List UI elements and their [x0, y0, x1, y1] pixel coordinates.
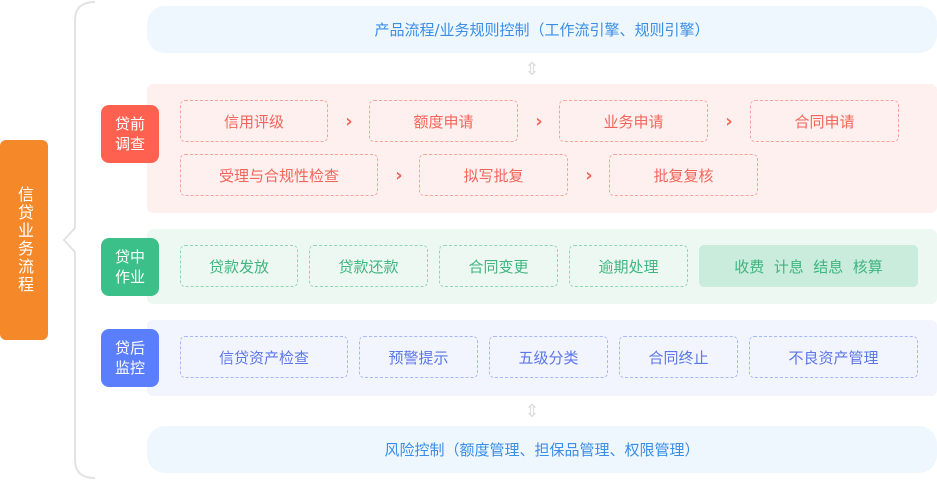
step-bad-asset-management[interactable]: 不良资产管理 [749, 336, 918, 378]
step-asset-inspection[interactable]: 信贷资产检查 [180, 336, 348, 378]
main-label: 信贷业务流程 [0, 140, 48, 340]
step-fees-interest-accounting[interactable]: 收费 计息 结息 核算 [699, 245, 918, 287]
chevron-right-icon: › [345, 110, 353, 132]
step-contract-termination[interactable]: 合同终止 [619, 336, 738, 378]
bracket [62, 1, 96, 479]
chevron-right-icon: › [395, 164, 403, 186]
step-overdue-handling[interactable]: 逾期处理 [569, 245, 688, 287]
step-five-level-classification[interactable]: 五级分类 [489, 336, 608, 378]
chevron-right-icon: › [725, 110, 733, 132]
pre-loan-section [147, 84, 937, 213]
bottom-banner: 风险控制（额度管理、担保品管理、权限管理） [147, 426, 937, 473]
top-banner: 产品流程/业务规则控制（工作流引擎、规则引擎） [147, 6, 937, 53]
post-loan-label: 贷后 监控 [101, 329, 159, 387]
main-label-text: 信贷业务流程 [15, 186, 34, 294]
step-draft-approval[interactable]: 拟写批复 [419, 154, 568, 196]
post-loan-section [147, 320, 937, 396]
step-loan-repayment[interactable]: 贷款还款 [309, 245, 428, 287]
step-early-warning[interactable]: 预警提示 [359, 336, 478, 378]
step-limit-application[interactable]: 额度申请 [369, 100, 518, 142]
step-credit-rating[interactable]: 信用评级 [180, 100, 328, 142]
chevron-right-icon: › [535, 110, 543, 132]
pre-loan-label: 贷前 调查 [101, 105, 159, 163]
step-business-application[interactable]: 业务申请 [559, 100, 708, 142]
step-contract-application[interactable]: 合同申请 [750, 100, 899, 142]
bottom-banner-text: 风险控制（额度管理、担保品管理、权限管理） [384, 441, 700, 459]
top-banner-text: 产品流程/业务规则控制（工作流引擎、规则引擎） [374, 21, 710, 39]
step-acceptance-compliance[interactable]: 受理与合规性检查 [180, 154, 378, 196]
step-approval-review[interactable]: 批复复核 [609, 154, 758, 196]
step-contract-change[interactable]: 合同变更 [439, 245, 558, 287]
step-loan-disbursement[interactable]: 贷款发放 [180, 245, 298, 287]
up-down-arrow-icon: ⇕ [524, 400, 540, 422]
mid-loan-label: 贷中 作业 [101, 238, 159, 296]
chevron-right-icon: › [585, 164, 593, 186]
up-down-arrow-icon: ⇕ [524, 58, 540, 80]
